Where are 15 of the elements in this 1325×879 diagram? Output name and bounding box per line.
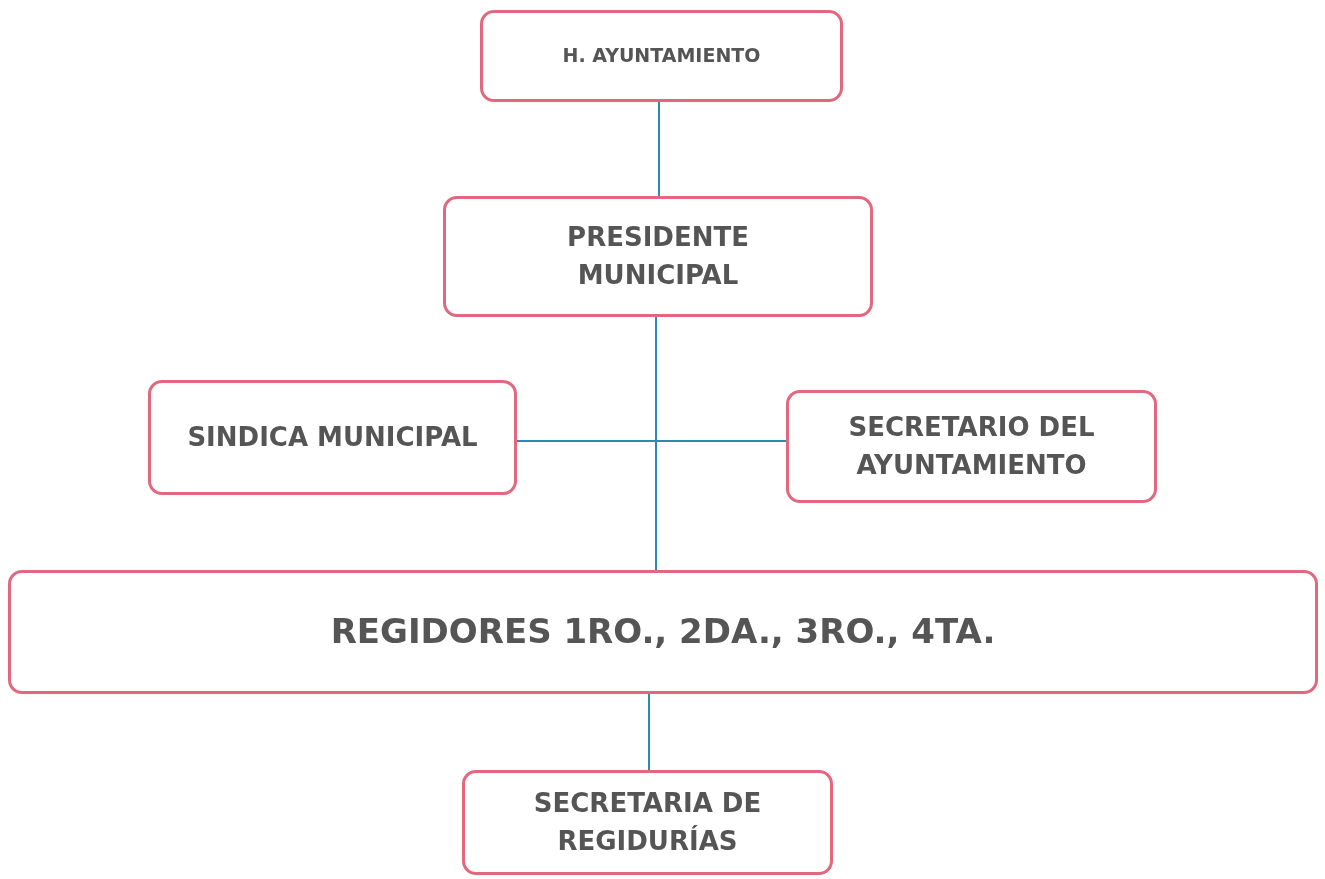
connector-line [658,101,660,197]
box-label: H. AYUNTAMIENTO [562,43,761,69]
box-label: SINDICA MUNICIPAL [187,420,478,454]
org-box [8,570,1318,694]
org-box [462,770,833,875]
org-box [786,390,1157,503]
org-box [443,196,873,317]
box-label: SECRETARIO DEL AYUNTAMIENTO [847,410,1096,482]
box-label: SECRETARIA DE REGIDURÍAS [532,786,763,858]
org-box [148,380,517,495]
box-label: PRESIDENTE MUNICIPAL [566,220,750,292]
box-label: REGIDORES 1RO., 2DA., 3RO., 4TA. [330,610,996,654]
connector-line [648,693,650,771]
org-box [480,10,843,102]
connector-line [655,316,657,571]
